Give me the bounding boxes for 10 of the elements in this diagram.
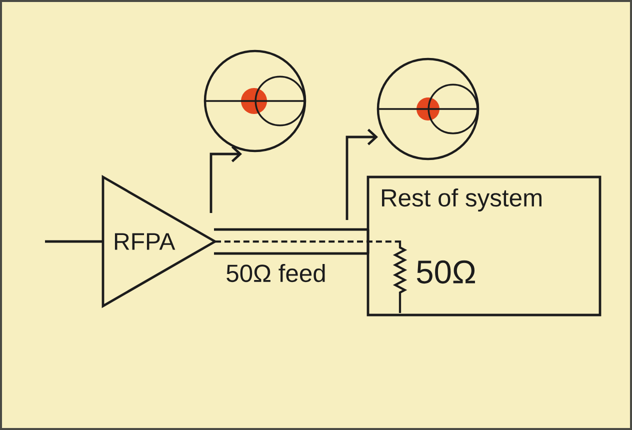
edge-label: 50Ω feed bbox=[226, 264, 325, 282]
resistance-value: 50Ω bbox=[416, 260, 475, 284]
resistor-symbol bbox=[392, 242, 408, 313]
dashed-line bbox=[215, 240, 402, 244]
arrow bbox=[346, 128, 378, 220]
arrow bbox=[210, 146, 242, 213]
line bbox=[45, 240, 103, 243]
smith-chart bbox=[204, 50, 306, 152]
feed-line bbox=[212, 228, 370, 255]
smith-chart bbox=[376, 58, 480, 160]
